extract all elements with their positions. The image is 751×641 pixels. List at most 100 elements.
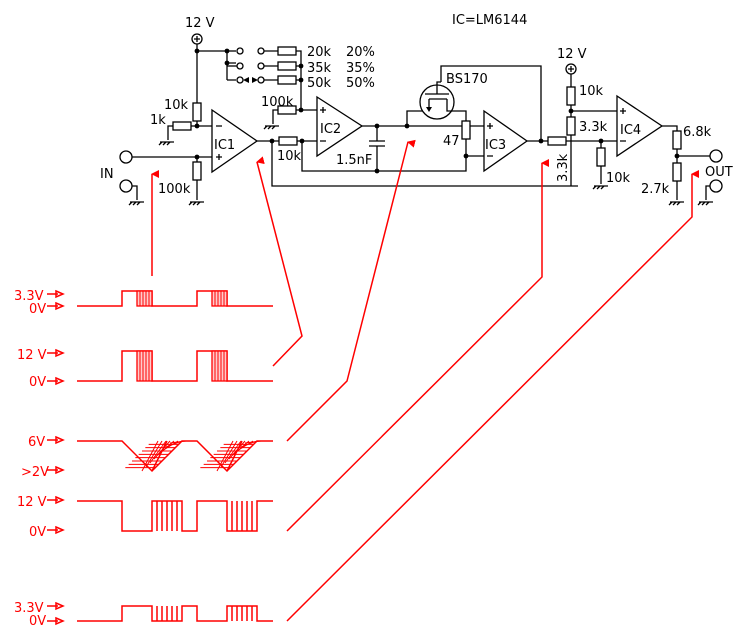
resistor-3.3k-series <box>547 136 567 146</box>
wave2-high-label: 12 V <box>17 348 47 363</box>
svg-text:2.7k: 2.7k <box>641 182 670 197</box>
wave-ramp-trace <box>77 440 273 473</box>
opamp-ic4 <box>616 94 664 158</box>
pointer-ramp <box>286 139 416 442</box>
ic1-stage: 10k 1k IN 100k IC1 <box>100 98 578 206</box>
resistor-47 <box>461 120 471 140</box>
in-ground-terminal[interactable] <box>119 179 133 193</box>
ic-type-label: IC=LM6144 <box>452 13 527 28</box>
supply-left-label: 12 V <box>185 16 215 31</box>
supply-left: 12 V <box>185 16 215 106</box>
probe-pointers <box>151 139 699 622</box>
svg-text:47: 47 <box>443 134 460 149</box>
svg-text:BS170: BS170 <box>446 72 488 87</box>
wave-ic1-output-trace <box>77 350 273 382</box>
svg-text:50k: 50k <box>307 76 332 91</box>
level-arrow-icon <box>47 348 65 358</box>
pointer-ic3-out <box>286 159 549 532</box>
svg-text:1k: 1k <box>150 113 166 128</box>
wave4-high-label: 12 V <box>17 495 47 510</box>
level-arrow-icon <box>47 376 65 386</box>
ground-icon <box>668 201 684 206</box>
svg-text:6.8k: 6.8k <box>683 125 712 140</box>
svg-text:3.3k: 3.3k <box>556 153 571 182</box>
wave3-low-label: >2V <box>21 465 49 480</box>
resistor-10k-top <box>566 86 576 106</box>
level-arrow-icon <box>47 465 65 475</box>
ground-icon <box>188 201 204 206</box>
level-arrow-icon <box>47 435 65 445</box>
resistor-10k-gnd <box>596 147 606 167</box>
resistor-10k-ic1 <box>192 102 202 122</box>
out-ground-terminal[interactable] <box>709 179 723 193</box>
ic3-stage: BS170 47 IC3 <box>377 65 548 173</box>
pointer-ic1-out <box>256 156 303 367</box>
opamp-ic3 <box>483 109 529 173</box>
svg-text:IC4: IC4 <box>620 123 641 138</box>
svg-text:1.5nF: 1.5nF <box>336 153 372 168</box>
opamp-ic2 <box>316 95 364 158</box>
ground-icon <box>592 185 608 190</box>
wave4-low-label: 0V <box>29 525 46 540</box>
wave1-high-label: 3.3V <box>14 289 44 304</box>
svg-text:IC3: IC3 <box>485 138 506 153</box>
level-arrow-icon <box>47 601 65 611</box>
svg-text:IC2: IC2 <box>320 122 341 137</box>
waveforms <box>47 289 273 626</box>
svg-text:20k: 20k <box>307 45 332 60</box>
svg-text:35k: 35k <box>307 61 332 76</box>
ground-icon <box>128 201 144 206</box>
resistor-100k <box>277 105 297 115</box>
wave-input-burst <box>211 290 228 307</box>
resistor-2.7k <box>672 162 682 182</box>
svg-text:35%: 35% <box>346 61 375 76</box>
opamp-ic1 <box>211 108 259 174</box>
level-arrow-icon <box>47 495 65 505</box>
wave3-high-label: 6V <box>28 435 45 450</box>
level-arrow-icon <box>47 525 65 535</box>
wave-ic1-output-burst <box>136 350 153 382</box>
out-terminal[interactable] <box>709 149 723 163</box>
wave5-low-label: 0V <box>29 614 46 629</box>
resistor-10k-ic2 <box>278 136 298 146</box>
wave-ic3-output-trace <box>77 500 273 532</box>
wave-input-burst <box>136 290 153 307</box>
ground-icon <box>263 125 279 130</box>
svg-text:3.3k: 3.3k <box>579 120 608 135</box>
svg-text:10k: 10k <box>606 171 631 186</box>
level-arrow-icon <box>47 301 65 311</box>
wave-output-trace <box>77 605 273 622</box>
svg-text:12 V: 12 V <box>557 47 587 62</box>
ground-icon <box>697 201 713 206</box>
svg-text:10k: 10k <box>579 84 604 99</box>
resistor-3.3k-mid <box>566 116 576 136</box>
wave2-low-label: 0V <box>29 375 46 390</box>
svg-text:10k: 10k <box>164 98 189 113</box>
in-terminal[interactable] <box>119 150 133 164</box>
level-arrow-icon <box>47 616 65 626</box>
in-label: IN <box>100 167 114 182</box>
resistor-6.8k <box>672 130 682 150</box>
ground-icon <box>158 141 174 146</box>
level-arrow-icon <box>47 289 65 299</box>
out-label: OUT <box>705 165 733 180</box>
gain-switch[interactable] <box>194 46 304 110</box>
svg-text:100k: 100k <box>158 182 191 197</box>
wave-input-trace <box>77 290 273 307</box>
resistor-1k <box>172 121 192 131</box>
svg-text:50%: 50% <box>346 76 375 91</box>
switch-option-labels: 20k 20% 35k 35% 50k 50% <box>307 45 375 91</box>
svg-text:10k: 10k <box>277 149 302 164</box>
svg-text:IC1: IC1 <box>214 138 235 153</box>
resistor-100k-in <box>192 161 202 181</box>
switch-arrow-icon <box>243 77 258 83</box>
wave5-high-label: 3.3V <box>14 601 44 616</box>
ic4-stage: 12 V 10k 3.3k 3.3k 10k IC4 6.8k OUT 2.7k <box>547 47 733 206</box>
svg-text:20%: 20% <box>346 45 375 60</box>
pointer-output <box>286 170 699 622</box>
wave1-low-label: 0V <box>29 302 46 317</box>
wave-ic1-output-burst <box>211 350 228 382</box>
waveform-labels: 3.3V 0V 12 V 0V 6V >2V 12 V 0V 3.3V 0V <box>14 289 49 629</box>
